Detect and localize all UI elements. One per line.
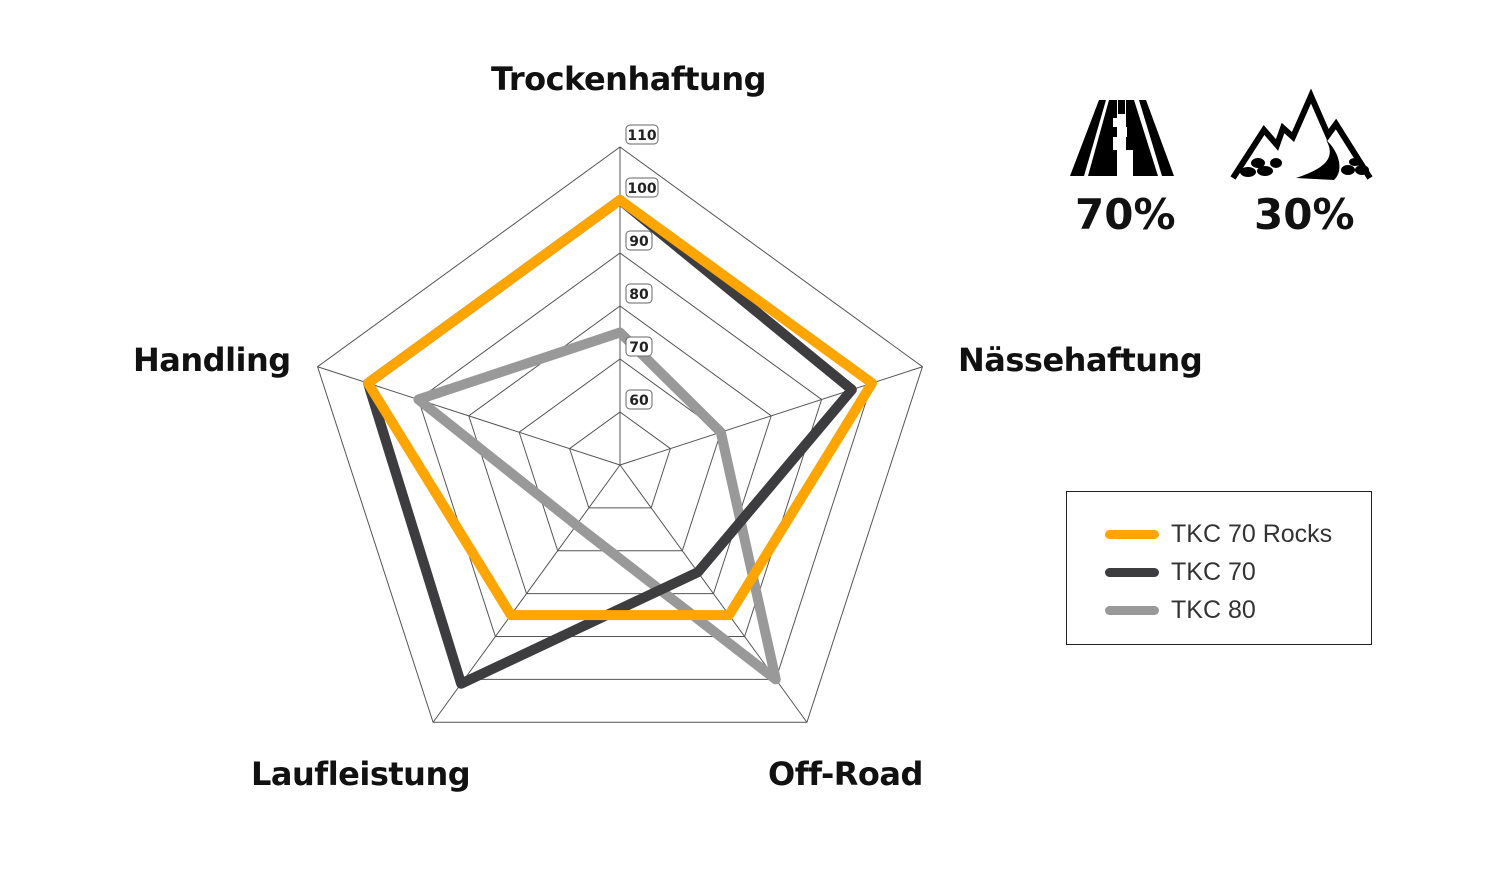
tick-label: 90 (629, 234, 649, 250)
series-line (362, 195, 878, 621)
tick-label-box (625, 283, 653, 304)
legend-item-tkc70: TKC 70 (1105, 558, 1256, 587)
tick-label-box (625, 177, 659, 198)
legend-label: TKC 70 (1171, 558, 1256, 586)
tick-label: 70 (629, 340, 649, 356)
series-line (413, 327, 781, 685)
axis-label-offroad: Off-Road (768, 755, 923, 793)
offroad-percentage: 30% (1254, 190, 1355, 239)
axis-label-handling: Handling (133, 341, 291, 379)
tick-label-box (625, 389, 653, 410)
legend-label: TKC 70 Rocks (1171, 520, 1333, 548)
tick-label: 110 (627, 128, 656, 144)
road-percentage: 70% (1075, 190, 1176, 239)
grid-ring (569, 411, 671, 509)
tick-label: 100 (627, 181, 656, 197)
legend: TKC 70 Rocks TKC 70 TKC 80 (1066, 491, 1372, 645)
legend-label: TKC 80 (1171, 596, 1256, 624)
legend-swatch (1105, 568, 1159, 577)
legend-item-tkc80: TKC 80 (1105, 596, 1256, 625)
tick-label: 60 (629, 393, 649, 409)
tick-label: 80 (629, 287, 649, 303)
axis-label-naessehaftung: Nässehaftung (958, 341, 1203, 379)
tick-label-box (625, 230, 653, 251)
grid-ring (417, 252, 823, 638)
grid-ring (468, 305, 772, 595)
axis-label-laufleistung: Laufleistung (251, 755, 471, 793)
legend-swatch (1105, 606, 1159, 615)
grid-ring (316, 146, 924, 723)
tick-label-box (625, 336, 653, 357)
tick-label-box (625, 124, 659, 145)
axis-label-trockenhaftung: Trockenhaftung (491, 60, 767, 98)
legend-swatch (1105, 530, 1159, 539)
legend-item-tkc70rocks: TKC 70 Rocks (1105, 520, 1332, 549)
